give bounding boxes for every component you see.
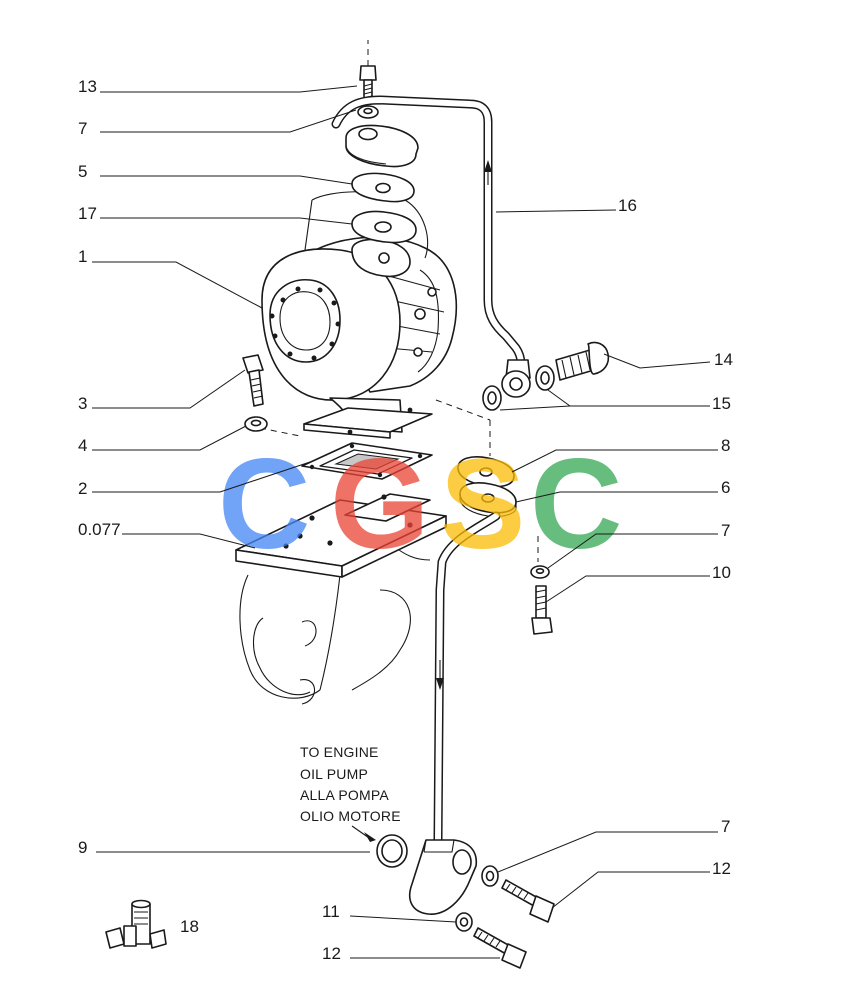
callout-16: 16 — [618, 196, 637, 215]
callout-0-077: 0.077 — [78, 520, 121, 539]
callout-13: 13 — [78, 77, 97, 96]
callout-9: 9 — [78, 838, 87, 857]
watermark-letter-c: C — [218, 433, 310, 576]
callout-8: 8 — [721, 436, 730, 455]
callout-7-top: 7 — [78, 119, 87, 138]
washer-11 — [455, 912, 473, 932]
bolt-10 — [531, 585, 553, 635]
o-ring-9 — [351, 825, 408, 868]
callout-5: 5 — [78, 162, 87, 181]
callout-7-low: 7 — [721, 817, 730, 836]
oil-return-pipe — [433, 511, 501, 845]
bolt-12-lower — [473, 927, 527, 969]
leader-lines — [92, 85, 718, 959]
assembly-lines — [259, 40, 539, 562]
washer-7-low — [481, 865, 499, 887]
callout-12-upper: 12 — [712, 859, 731, 878]
gasket-2 — [301, 442, 433, 480]
callout-12-lower: 12 — [322, 944, 341, 963]
callout-17: 17 — [78, 204, 97, 223]
lower-flange — [408, 839, 478, 915]
note-line-1: TO ENGINE — [300, 744, 379, 760]
gasket-17 — [351, 210, 417, 244]
callout-15: 15 — [712, 394, 731, 413]
note-line-3: ALLA POMPA — [300, 787, 389, 803]
washer-7-top — [357, 105, 379, 119]
callout-6: 6 — [721, 478, 730, 497]
destination-note: TO ENGINE OIL PUMP ALLA POMPA OLIO MOTOR… — [300, 744, 401, 824]
gasket-8 — [457, 456, 515, 488]
kit-18-icon — [105, 899, 167, 949]
banjo-bolt-14 — [555, 341, 610, 381]
bolt-13 — [359, 65, 377, 103]
flange-plate — [235, 493, 447, 578]
callout-10: 10 — [712, 563, 731, 582]
washer-7-mid — [530, 565, 550, 579]
callout-3: 3 — [78, 394, 87, 413]
callout-2: 2 — [78, 479, 87, 498]
note-line-4: OLIO MOTORE — [300, 808, 401, 824]
oil-feed-pipe-16 — [331, 95, 526, 373]
callout-11: 11 — [322, 902, 340, 921]
washers-15 — [482, 365, 555, 411]
callout-14: 14 — [714, 350, 733, 369]
turbocharger — [261, 191, 458, 439]
callout-7-mid: 7 — [721, 521, 730, 540]
banjo-fitting — [501, 359, 531, 398]
callout-labels: 13 7 5 17 1 3 4 2 0.077 16 14 15 8 6 7 1… — [78, 77, 733, 963]
callout-1: 1 — [78, 247, 87, 266]
washer-4 — [244, 416, 268, 432]
watermark: C G S C — [218, 433, 622, 576]
oil-feed-flange — [345, 124, 419, 168]
watermark-letter-s: S — [440, 433, 525, 576]
watermark-letter-c2: C — [530, 433, 622, 576]
gasket-5 — [351, 172, 415, 203]
callout-4: 4 — [78, 436, 87, 455]
bolt-12-upper — [501, 879, 555, 923]
note-line-2: OIL PUMP — [300, 766, 368, 782]
watermark-letter-g: G — [330, 433, 430, 576]
engine-block-outline — [239, 544, 431, 705]
bolt-3 — [242, 354, 264, 407]
callout-18: 18 — [180, 917, 199, 936]
